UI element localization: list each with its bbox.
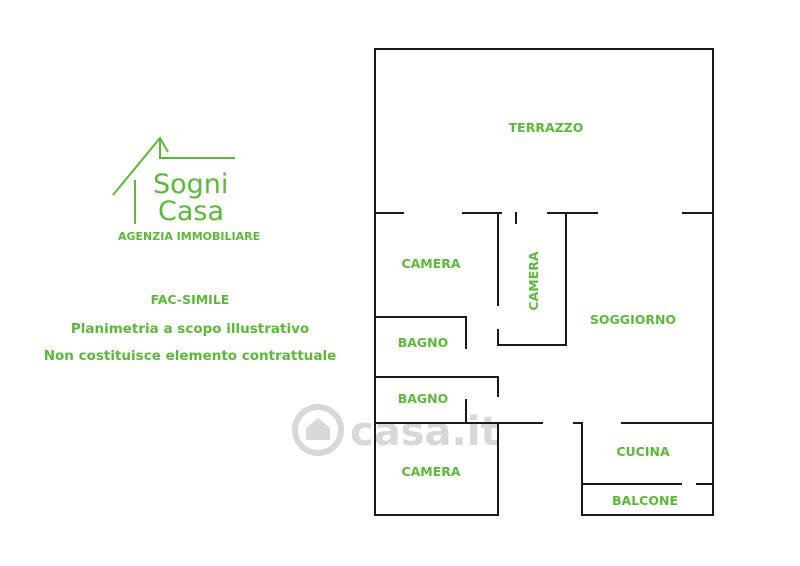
house-circle-icon bbox=[292, 404, 344, 456]
outer-wall bbox=[374, 48, 714, 516]
logo-name-line1: Sogni bbox=[153, 169, 228, 200]
room-label-terrazzo: TERRAZZO bbox=[509, 120, 584, 135]
disclaimer: FAC-SIMILE Planimetria a scopo illustrat… bbox=[44, 292, 337, 364]
room-label-bagno-1: BAGNO bbox=[398, 335, 449, 350]
room-label-cucina: CUCINA bbox=[616, 444, 670, 459]
agency-subtitle: AGENZIA IMMOBILIARE bbox=[118, 230, 260, 243]
watermark-house-icon bbox=[306, 418, 330, 440]
room-label-camera-bottom: CAMERA bbox=[401, 464, 460, 479]
walls bbox=[374, 48, 714, 516]
outer-wall-left bbox=[374, 48, 499, 516]
disclaimer-line1: Planimetria a scopo illustrativo bbox=[71, 321, 309, 337]
logo: Sogni Casa AGENZIA IMMOBILIARE bbox=[112, 136, 260, 243]
watermark: casa.it bbox=[292, 404, 500, 456]
disclaimer-title: FAC-SIMILE bbox=[151, 292, 230, 307]
house-roof-icon bbox=[112, 136, 235, 224]
room-label-camera-top: CAMERA bbox=[401, 256, 460, 271]
room-labels: TERRAZZO CAMERA CAMERA SOGGIORNO BAGNO B… bbox=[398, 120, 678, 508]
room-label-bagno-2: BAGNO bbox=[398, 391, 449, 406]
disclaimer-line2: Non costituisce elemento contrattuale bbox=[44, 348, 337, 364]
room-label-soggiorno: SOGGIORNO bbox=[590, 312, 676, 327]
watermark-text: casa.it bbox=[350, 409, 500, 455]
room-label-camera-corridor: CAMERA bbox=[526, 251, 541, 310]
logo-name-line2: Casa bbox=[158, 196, 224, 227]
room-label-balcone: BALCONE bbox=[612, 493, 678, 508]
